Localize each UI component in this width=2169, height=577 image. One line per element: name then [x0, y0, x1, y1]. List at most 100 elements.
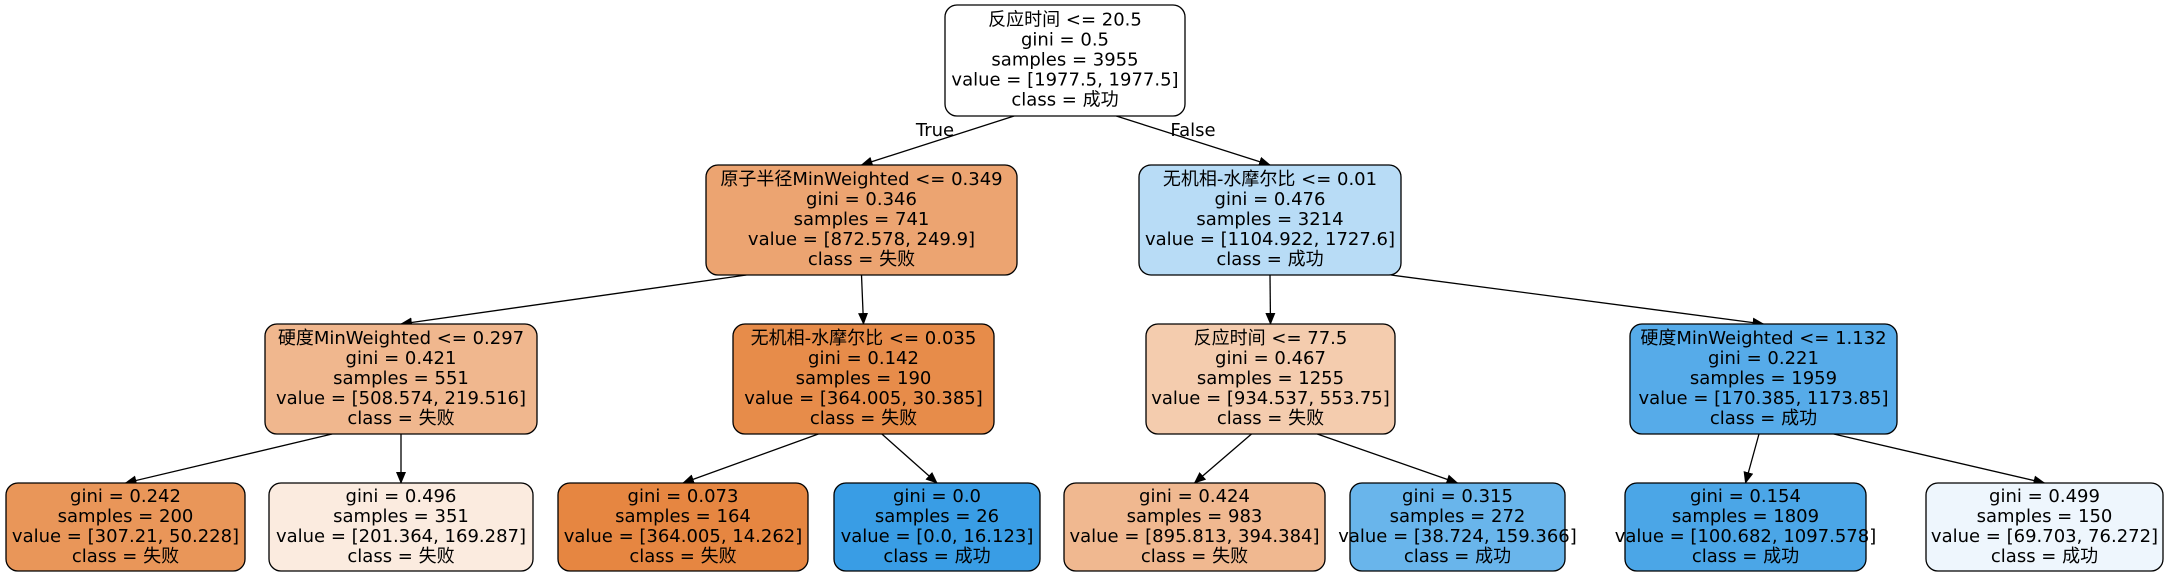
node-gini: gini = 0.496 — [346, 486, 457, 507]
node-box — [1349, 482, 1566, 572]
node-value: value = [38.724, 159.366] — [1338, 526, 1577, 547]
node-gini: gini = 0.421 — [346, 348, 457, 369]
edge-arrow — [1193, 433, 1252, 484]
edge-arrow — [1743, 433, 1760, 484]
node-samples: samples = 3214 — [1196, 209, 1343, 230]
node-class: class = 成功 — [1991, 546, 2098, 567]
node-split-rule: 无机相-水摩尔比 <= 0.035 — [751, 328, 977, 349]
node-gini: gini = 0.073 — [628, 486, 739, 507]
node-class: class = 成功 — [883, 546, 990, 567]
edge-arrow — [124, 433, 333, 486]
node-class: class = 成功 — [1011, 90, 1118, 111]
node-gini: gini = 0.346 — [806, 189, 917, 210]
edge-n6-n14 — [1833, 433, 2046, 486]
node-class: class = 成功 — [1404, 546, 1511, 567]
edge-arrow — [682, 433, 819, 484]
node-samples: samples = 150 — [1977, 506, 2113, 527]
node-value: value = [1104.922, 1727.6] — [1145, 229, 1395, 250]
edge-arrow — [1833, 433, 2046, 486]
node-class: class = 失败 — [1217, 408, 1324, 429]
edge-arrow — [881, 433, 938, 484]
edge-arrow — [1116, 115, 1271, 167]
node-box — [264, 323, 538, 435]
node-class: class = 失败 — [810, 408, 917, 429]
node-gini: gini = 0.424 — [1139, 486, 1250, 507]
node-box — [1063, 482, 1326, 572]
node-gini: gini = 0.467 — [1215, 348, 1326, 369]
node-samples: samples = 1959 — [1690, 368, 1837, 389]
edge-arrow — [858, 274, 869, 325]
node-value: value = [170.385, 1173.85] — [1638, 388, 1888, 409]
node-gini: gini = 0.142 — [808, 348, 919, 369]
node-split-rule: 原子半径MinWeighted <= 0.349 — [720, 169, 1002, 190]
node-box — [1629, 323, 1898, 435]
edge-label-right: False — [1170, 120, 1215, 141]
node-class: class = 成功 — [1216, 249, 1323, 270]
node-samples: samples = 351 — [333, 506, 469, 527]
node-box — [1145, 323, 1396, 435]
node-gini: gini = 0.315 — [1402, 486, 1513, 507]
node-value: value = [307.21, 50.228] — [12, 526, 239, 547]
node-value: value = [508.574, 219.516] — [276, 388, 526, 409]
node-box — [705, 164, 1018, 276]
node-split-rule: 反应时间 <= 77.5 — [1194, 328, 1348, 349]
edge-n1-n4 — [858, 274, 869, 325]
edge-n2-n5 — [1265, 274, 1276, 325]
node-samples: samples = 164 — [615, 506, 751, 527]
node-value: value = [934.537, 553.75] — [1151, 388, 1390, 409]
node-value: value = [872.578, 249.9] — [748, 229, 975, 250]
edge-arrow — [1265, 274, 1276, 325]
edge-n0-n2 — [1116, 115, 1271, 167]
node-box — [5, 482, 246, 572]
node-value: value = [100.682, 1097.578] — [1615, 526, 1877, 547]
node-split-rule: 反应时间 <= 20.5 — [988, 10, 1142, 31]
edge-n0-n1 — [860, 115, 1015, 167]
edge-arrow — [400, 274, 747, 328]
edge-n4-n9 — [682, 433, 819, 484]
node-value: value = [1977.5, 1977.5] — [951, 70, 1178, 91]
node-gini: gini = 0.476 — [1215, 189, 1326, 210]
node-box — [1624, 482, 1867, 572]
node-class: class = 成功 — [1692, 546, 1799, 567]
node-samples: samples = 272 — [1390, 506, 1526, 527]
node-gini: gini = 0.154 — [1690, 486, 1801, 507]
node-class: class = 失败 — [629, 546, 736, 567]
node-box — [1138, 164, 1402, 276]
edge-n5-n11 — [1193, 433, 1252, 484]
node-samples: samples = 741 — [794, 209, 930, 230]
edge-n1-n3 — [400, 274, 747, 328]
edge-arrow — [1390, 274, 1765, 328]
node-gini: gini = 0.5 — [1021, 30, 1109, 51]
node-split-rule: 硬度MinWeighted <= 0.297 — [278, 328, 524, 349]
node-value: value = [364.005, 14.262] — [564, 526, 803, 547]
node-box — [268, 482, 534, 572]
node-samples: samples = 1809 — [1672, 506, 1819, 527]
node-gini: gini = 0.242 — [70, 486, 181, 507]
node-samples: samples = 190 — [796, 368, 932, 389]
node-samples: samples = 983 — [1127, 506, 1263, 527]
edge-arrow — [1317, 433, 1459, 485]
edge-n6-n13 — [1743, 433, 1760, 484]
node-value: value = [895.813, 394.384] — [1069, 526, 1319, 547]
node-split-rule: 无机相-水摩尔比 <= 0.01 — [1163, 169, 1377, 190]
node-samples: samples = 1255 — [1197, 368, 1344, 389]
node-gini: gini = 0.221 — [1708, 348, 1819, 369]
node-box — [944, 4, 1186, 117]
node-samples: samples = 200 — [58, 506, 194, 527]
node-class: class = 成功 — [1710, 408, 1817, 429]
node-class: class = 失败 — [347, 408, 454, 429]
